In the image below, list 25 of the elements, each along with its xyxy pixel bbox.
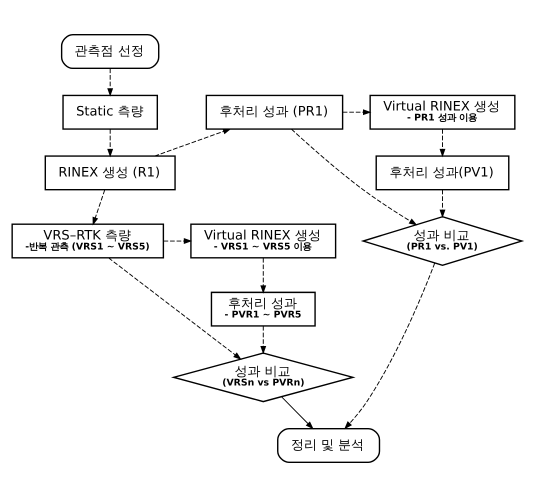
node-box: 후처리 성과 - PVR1 ~ PVR5 <box>210 291 316 326</box>
arrow <box>108 256 242 360</box>
arrow <box>440 128 446 157</box>
node-box: Virtual RINEX 생성 - PR1 성과 이용 <box>369 94 516 130</box>
node-box: VRS–RTK 측량 -반복 관측 (VRS1 ~ VRS5) <box>11 223 164 258</box>
arrow <box>281 396 314 429</box>
arrow <box>342 108 372 115</box>
arrow <box>291 128 418 225</box>
node-box: Virtual RINEX 생성 - VRS1 ~ VRS5 이용 <box>190 223 336 258</box>
node-diamond: 성과 비교 (PR1 vs. PV1) <box>360 216 524 266</box>
node-box: 후처리 성과 (PR1) <box>206 94 344 130</box>
node-box: 후처리 성과(PV1) <box>376 154 510 190</box>
arrow <box>344 262 436 429</box>
node-box: Static 측량 <box>62 94 158 130</box>
arrow <box>107 128 114 157</box>
node-box: 정리 및 분석 <box>277 427 380 462</box>
node-box: RINEX 생성 (R1) <box>44 154 176 190</box>
arrow <box>260 257 266 294</box>
arrow <box>92 188 106 226</box>
arrow <box>440 188 446 218</box>
arrow <box>260 325 266 354</box>
arrow <box>163 238 192 244</box>
arrow <box>107 68 114 96</box>
node-box: 관측점 선정 <box>60 34 160 69</box>
arrow <box>154 128 232 156</box>
